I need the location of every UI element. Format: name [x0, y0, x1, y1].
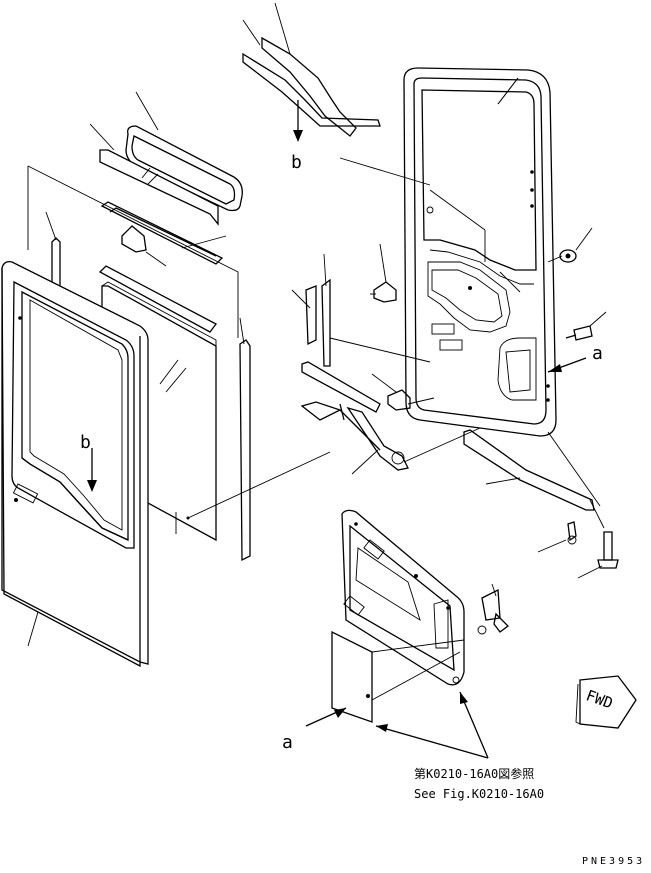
right-side-fasteners: a: [499, 227, 607, 373]
label-b-left: b: [80, 432, 91, 453]
fwd-text: FWD: [584, 686, 616, 712]
door-support-rail: [463, 429, 619, 579]
reference-arrows: a: [282, 691, 489, 759]
label-a-right: a: [592, 343, 603, 364]
figure-reference: 第K0210-16A0図参照 See Fig.K0210-16A0: [414, 766, 544, 801]
reference-jp: 第K0210-16A0図参照: [414, 766, 534, 781]
label-b-top: b: [291, 152, 302, 173]
outer-door-panel: b: [1, 260, 331, 668]
door-trim-panel: [331, 509, 509, 723]
door-inner-frame: [403, 67, 557, 437]
label-a-bottom: a: [282, 732, 293, 753]
fwd-direction-badge: FWD: [575, 675, 637, 729]
reference-en: See Fig.K0210-16A0: [414, 787, 544, 801]
window-regulator-parts: [291, 243, 481, 475]
top-weather-strip: b: [242, 2, 431, 186]
drawing-code: PNE3953: [582, 856, 645, 867]
upper-glass-and-seals: [89, 91, 243, 267]
